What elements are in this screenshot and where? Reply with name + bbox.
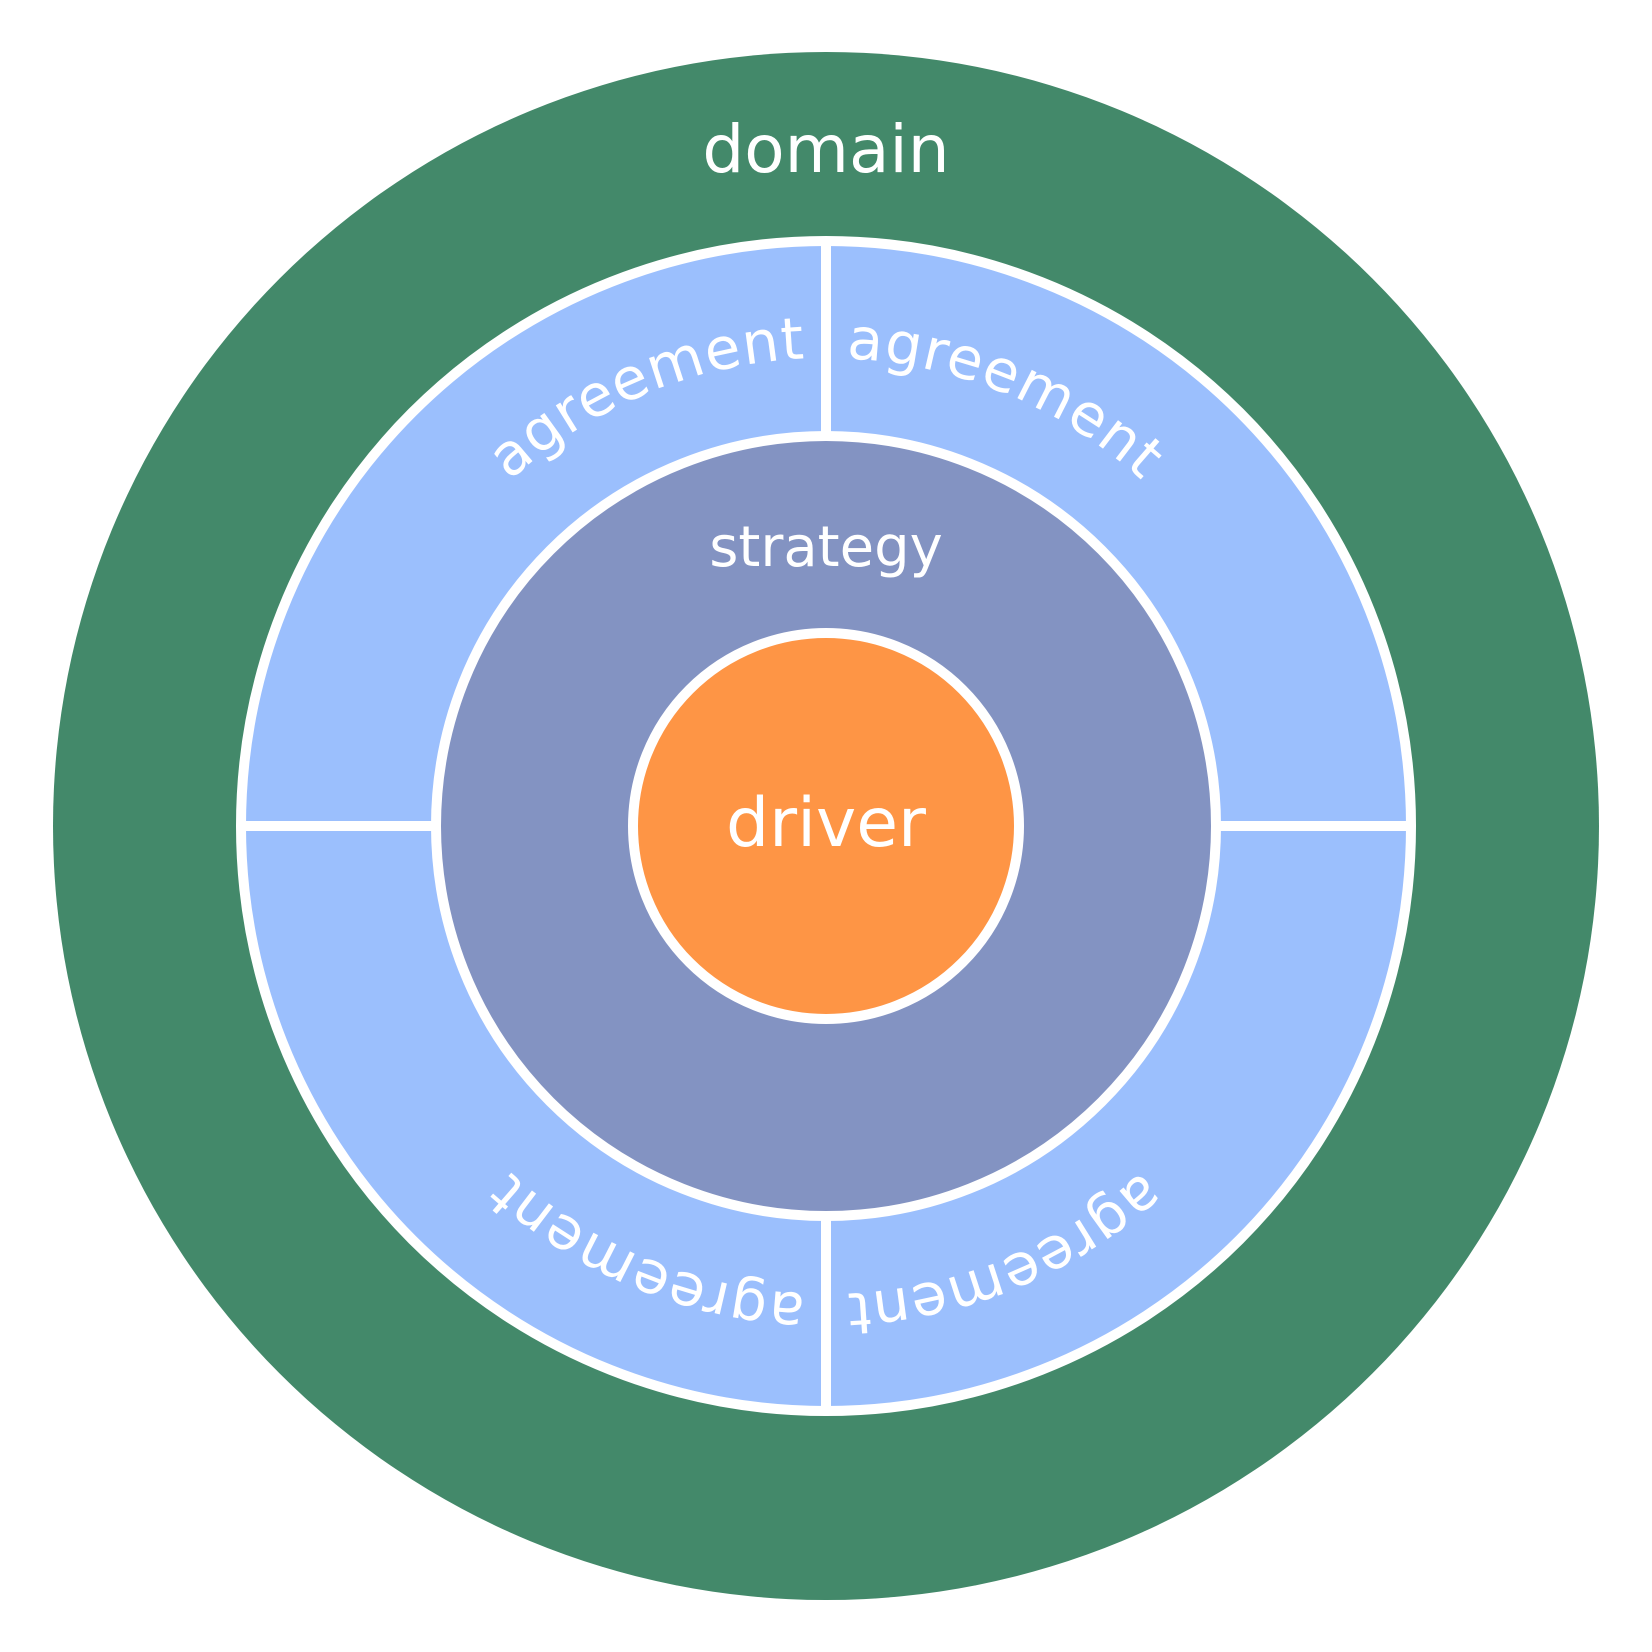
strategy-label: strategy (709, 515, 943, 580)
driver-layer (628, 628, 1024, 1024)
domain-label: domain (702, 111, 949, 188)
driver-label: driver (726, 784, 926, 863)
